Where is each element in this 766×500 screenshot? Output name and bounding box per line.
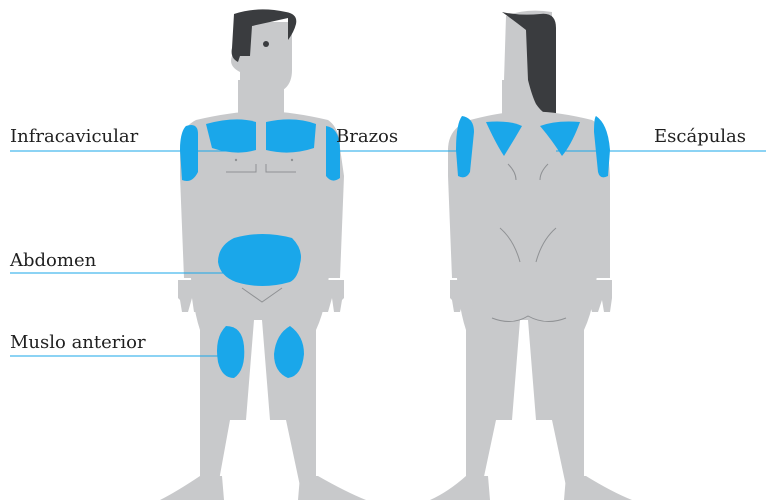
front-infraclavicular-zone-left <box>206 119 256 152</box>
front-left-foot <box>160 476 224 500</box>
label-infraclavicular: Infracavicular <box>10 126 138 148</box>
front-right-hand <box>318 280 344 312</box>
front-abdomen-zone <box>218 234 301 286</box>
front-body-figure <box>160 9 366 500</box>
front-eye <box>263 41 269 47</box>
front-nipple-right <box>291 159 293 161</box>
front-infraclavicular-zone-right <box>266 119 316 152</box>
back-body-figure <box>430 11 632 500</box>
label-scapulae: Escápulas <box>654 126 746 148</box>
label-thigh: Muslo anterior <box>10 332 146 354</box>
back-right-hand <box>588 280 612 312</box>
label-abdomen: Abdomen <box>10 250 96 272</box>
label-arms: Brazos <box>336 126 398 148</box>
back-right-foot <box>564 476 632 500</box>
front-arm-zone-left <box>180 125 198 181</box>
front-right-foot <box>298 476 366 500</box>
leader-lines <box>10 151 766 356</box>
front-nipple-left <box>235 159 237 161</box>
back-left-foot <box>430 476 490 500</box>
front-left-hand <box>178 280 204 312</box>
